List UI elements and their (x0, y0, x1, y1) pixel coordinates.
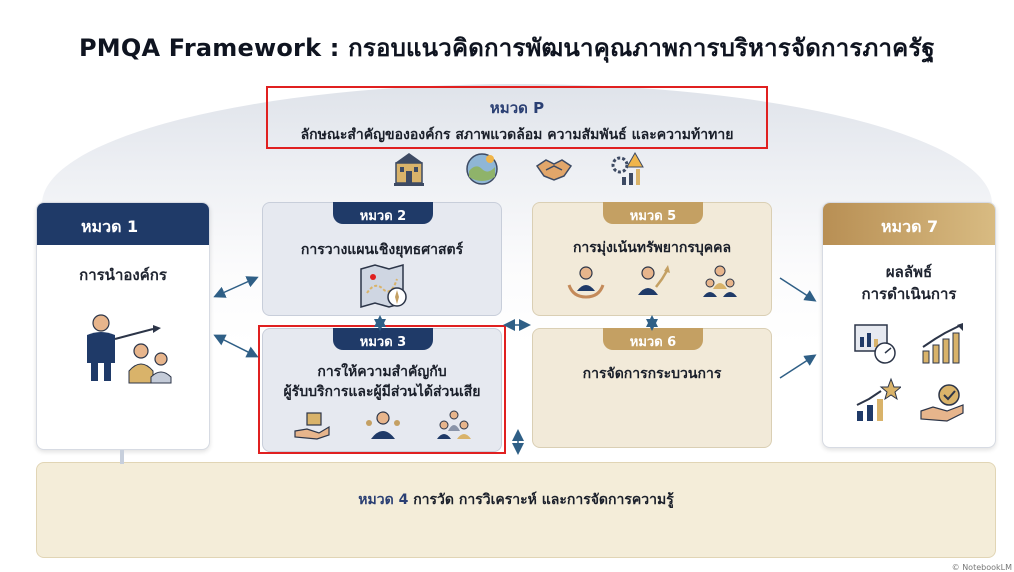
category-2-title: การวางแผนเชิงยุทธศาสตร์ (300, 242, 464, 258)
category-7-icons (853, 321, 969, 431)
hand-check-icon (920, 384, 964, 422)
category-4-title: การวัด การวิเคราะห์ และการจัดการความรู้ (413, 492, 674, 508)
handshake-icon (533, 148, 575, 190)
category-4-label: หมวด 4 (358, 492, 409, 508)
category-3-label: หมวด 3 (333, 328, 433, 350)
connector-1-to-4 (120, 450, 124, 464)
category-p-description: ลักษณะสำคัญขององค์กร สภาพแวดล้อม ความสัม… (300, 127, 734, 143)
category-3-highlight-frame (258, 325, 506, 454)
rising-stars-icon (856, 377, 901, 421)
category-3-icons (293, 409, 473, 441)
category-6-title: การจัดการกระบวนการ (582, 366, 722, 382)
category-4-box: หมวด 4 การวัด การวิเคราะห์ และการจัดการค… (36, 462, 996, 558)
dashboard-icon (854, 324, 896, 364)
government-building-icon (388, 148, 430, 190)
hands-person-icon (567, 266, 605, 299)
growth-person-icon (638, 265, 670, 295)
category-5-box: หมวด 5 การมุ่งเน้นทรัพยากรบุคคล (532, 202, 772, 316)
category-3-box: หมวด 3 การให้ความสำคัญกับ ผู้รับบริการแล… (262, 328, 502, 452)
category-p-label: หมวด P (489, 99, 545, 117)
category-7-label: หมวด 7 (823, 203, 995, 245)
category-7-title-line2: การดำเนินการ (861, 285, 957, 303)
team-icon (703, 265, 737, 297)
arrow-6-to-7 (779, 354, 817, 379)
category-6-label: หมวด 6 (603, 328, 703, 350)
leader-presenting-icon (75, 313, 175, 389)
category-5-label: หมวด 5 (603, 202, 703, 224)
map-compass-icon (357, 263, 411, 315)
category-1-box: หมวด 1 การนำองค์กร (36, 202, 210, 450)
category-3-title-line2: ผู้รับบริการและผู้มีส่วนได้ส่วนเสีย (283, 384, 481, 400)
gear-chart-warning-icon (606, 148, 648, 190)
category-6-box: หมวด 6 การจัดการกระบวนการ (532, 328, 772, 448)
category-7-box: หมวด 7 ผลลัพธ์ การดำเนินการ (822, 202, 996, 448)
category-4-text: หมวด 4 การวัด การวิเคราะห์ และการจัดการค… (37, 489, 995, 511)
page-title: PMQA Framework : กรอบแนวคิดการพัฒนาคุณภา… (79, 34, 935, 62)
category-p-icons (388, 148, 648, 190)
category-1-label: หมวด 1 (37, 203, 209, 245)
growth-chart-icon (922, 323, 963, 364)
globe-landscape-icon (461, 148, 503, 190)
service-person-icon (366, 411, 400, 439)
stakeholders-icon (437, 410, 471, 439)
category-7-title-line1: ผลลัพธ์ (885, 263, 933, 281)
hand-package-icon (294, 412, 330, 440)
category-1-title: การนำองค์กร (79, 266, 167, 284)
category-p-box: หมวด P ลักษณะสำคัญขององค์กร สภาพแวดล้อม … (266, 86, 768, 149)
category-5-title: การมุ่งเน้นทรัพยากรบุคคล (572, 240, 732, 256)
category-5-icons (567, 263, 739, 301)
category-3-title-line1: การให้ความสำคัญกับ (317, 364, 447, 380)
watermark: © NotebookLM (951, 563, 1012, 572)
category-2-label: หมวด 2 (333, 202, 433, 224)
category-2-box: หมวด 2 การวางแผนเชิงยุทธศาสตร์ (262, 202, 502, 316)
